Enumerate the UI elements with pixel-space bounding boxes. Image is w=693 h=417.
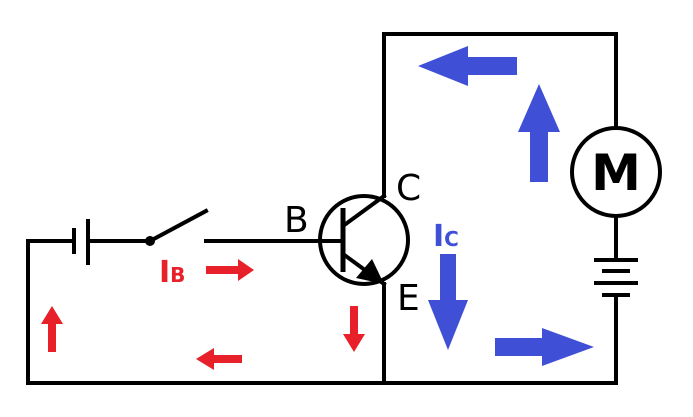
collector-current-arrow-left-icon xyxy=(418,46,517,86)
collector-current-label: IC xyxy=(433,219,459,254)
base-label: B xyxy=(284,200,309,241)
collector-circuit-wires xyxy=(382,32,618,385)
battery-bottom-wire xyxy=(382,282,618,385)
collector-current-arrow-up-icon xyxy=(518,84,560,182)
base-battery-icon xyxy=(72,219,90,265)
base-current-arrows xyxy=(41,259,365,370)
base-current-arrow-right-icon xyxy=(206,259,254,281)
base-left-loop-wire xyxy=(26,239,386,385)
base-current-arrow-down-icon xyxy=(343,306,365,352)
switch-icon xyxy=(145,208,209,246)
collector-battery-icon xyxy=(594,258,638,297)
collector-top-wire xyxy=(382,32,618,198)
emitter-label: E xyxy=(397,278,420,319)
npn-transistor-icon xyxy=(318,193,410,287)
emitter-arrowhead-icon xyxy=(356,259,384,284)
collector-current-arrow-right-icon xyxy=(495,328,594,366)
collector-current-arrows xyxy=(418,46,594,366)
motor-icon: M xyxy=(570,126,662,218)
motor-label: M xyxy=(591,144,641,202)
collector-current-arrow-down-icon xyxy=(428,254,468,350)
base-current-arrow-left-icon xyxy=(196,348,242,370)
base-current-arrow-up-icon xyxy=(41,306,63,352)
base-current-label: IB xyxy=(159,255,185,290)
collector-label: C xyxy=(396,168,421,209)
base-circuit-wires xyxy=(26,239,386,385)
